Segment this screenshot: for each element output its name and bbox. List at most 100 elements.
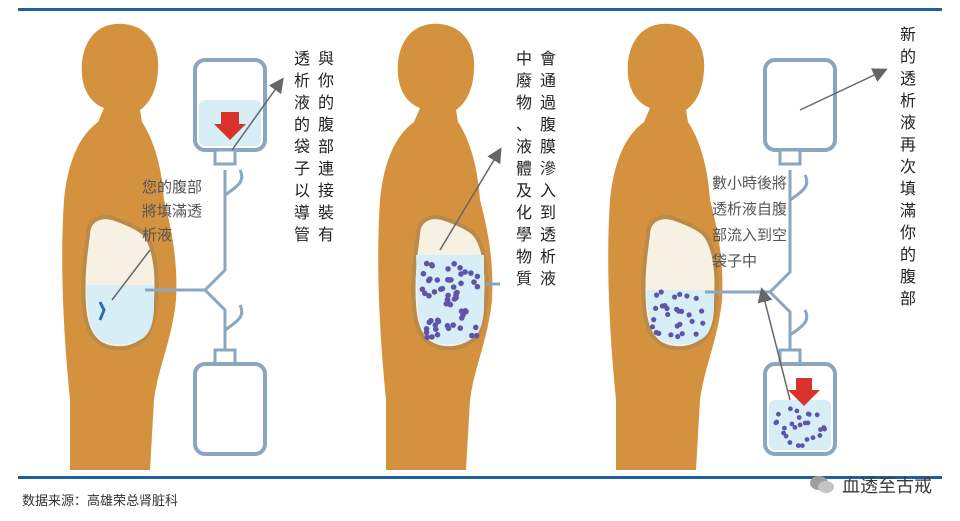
waste-particle — [668, 332, 674, 338]
bottom-bag-1 — [193, 348, 267, 456]
tubing-1 — [145, 169, 244, 350]
label-refill-abdomen: 新的透析液再次填滿你的腹部 — [900, 25, 916, 308]
waste-particle — [434, 277, 441, 283]
tubing-3 — [705, 170, 809, 355]
top-bag-1 — [193, 58, 267, 166]
waste-particle — [783, 433, 789, 439]
waste-particle — [788, 406, 793, 412]
waste-particle — [789, 421, 795, 427]
waste-particle — [797, 422, 803, 428]
waste-particle — [810, 435, 816, 441]
waste-particle — [431, 289, 438, 295]
watermark: 血透至古戒 — [808, 472, 932, 498]
waste-particle — [693, 331, 699, 337]
waste-particle — [423, 329, 430, 336]
waste-particle — [434, 317, 441, 324]
label-abdomen-filled: 您的腹部將填滿透析液 — [142, 178, 202, 244]
waste-particle — [792, 425, 798, 430]
waste-particle — [787, 440, 793, 445]
waste-particle — [457, 325, 464, 331]
waste-particle — [423, 260, 430, 267]
waste-particle — [474, 273, 481, 280]
waste-particle — [656, 330, 662, 336]
waste-particle — [473, 324, 479, 331]
waste-particle — [679, 331, 685, 337]
bottom-bag-3 — [763, 348, 837, 456]
waste-particle — [672, 294, 678, 300]
waste-particle — [651, 317, 657, 323]
waste-particle — [426, 319, 433, 326]
waste-particle — [649, 324, 656, 330]
waste-particle — [424, 334, 431, 341]
waste-particle — [686, 312, 692, 318]
waste-particle — [799, 443, 805, 448]
waste-particle — [460, 312, 466, 318]
label-drain-to-bag: 數小時後將透析液自腹部流入到空袋子中 — [712, 174, 787, 270]
waste-particle — [806, 412, 812, 417]
fluid-level-1 — [86, 285, 154, 345]
waste-particle — [804, 437, 810, 442]
waste-particle — [796, 415, 802, 420]
waste-particle — [419, 286, 426, 293]
waste-particle — [469, 332, 475, 339]
waste-particle — [438, 286, 444, 293]
panel-1: 您的腹部將填滿透析液 與你的腹部連接裝有透析液的袋子以導管 — [62, 23, 334, 470]
waste-particle — [446, 277, 453, 283]
waste-particle — [444, 296, 451, 303]
waste-particle — [653, 305, 659, 311]
waste-particle — [462, 269, 468, 275]
waste-particle — [445, 325, 452, 332]
waste-particle — [675, 333, 681, 340]
waste-particles-2 — [419, 260, 481, 341]
waste-particle — [429, 334, 435, 340]
waste-particle — [684, 293, 690, 299]
waste-particle — [429, 262, 435, 268]
waste-particle — [773, 420, 779, 426]
waste-particle — [795, 443, 801, 448]
data-source: 数据来源：高雄荣总肾脏科 — [22, 494, 179, 509]
waste-particle — [659, 303, 666, 309]
catheter-tip-1 — [98, 301, 106, 321]
waste-particles-bag-3 — [773, 406, 827, 448]
label-bag-connection: 與你的腹部連接裝有透析液的袋子以導管 — [294, 49, 334, 244]
waste-particle — [674, 306, 680, 312]
waste-particle — [458, 280, 464, 287]
waste-particle — [426, 293, 432, 299]
waste-particle — [689, 318, 695, 324]
chat-bubble-icon — [810, 476, 834, 493]
waste-particle — [699, 308, 705, 314]
waste-particle — [432, 322, 439, 328]
waste-particle — [817, 433, 823, 438]
label-waste-transfer: 會通過腹膜滲入到透析液中廢物、液體及化學物質 — [516, 49, 556, 288]
waste-particle — [677, 321, 683, 327]
waste-particle — [474, 283, 481, 290]
waste-particle — [658, 289, 664, 295]
waste-particle — [427, 276, 433, 282]
waste-particle — [450, 284, 457, 290]
top-rule — [18, 8, 942, 11]
panel-3: 數小時後將透析液自腹部流入到空袋子中 新的透析液再次填滿你的腹部 — [608, 23, 916, 470]
waste-particle — [802, 420, 808, 426]
waste-particle — [693, 295, 699, 301]
top-bag-3 — [763, 58, 837, 166]
waste-particle — [450, 322, 457, 328]
waste-particle — [457, 265, 463, 271]
waste-particle — [453, 294, 459, 301]
waste-particle — [654, 292, 660, 298]
drain-down-arrow — [788, 378, 820, 406]
waste-particle — [665, 311, 671, 318]
waste-particle — [471, 279, 477, 285]
waste-particle — [794, 408, 800, 414]
flow-down-arrow — [214, 112, 246, 140]
panel-2: 會通過腹膜滲入到透析液中廢物、液體及化學物質 — [378, 23, 556, 470]
waste-particle — [451, 261, 458, 267]
waste-particle — [677, 291, 683, 297]
waste-particle — [814, 412, 820, 418]
waste-particle — [700, 320, 706, 326]
waste-particles-3 — [649, 289, 706, 340]
waste-particle — [462, 307, 469, 314]
waste-particle — [818, 427, 823, 432]
waste-particle — [445, 266, 451, 272]
waste-particle — [434, 331, 441, 338]
